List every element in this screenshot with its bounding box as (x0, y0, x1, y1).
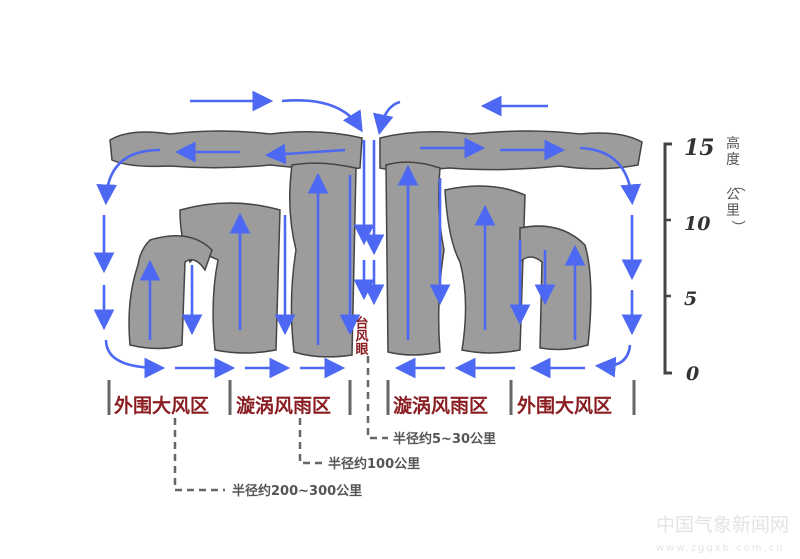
tick-0: 0 (686, 363, 699, 385)
eye-radius-note: 半径约5~30公里 (393, 431, 496, 447)
zone-label-vortex-left: 漩涡风雨区 (236, 394, 331, 417)
watermark-url: www.zgqxb.com.cn (656, 543, 785, 554)
zone-label-vortex-right: 漩涡风雨区 (393, 394, 488, 417)
axis-label-char: ） (729, 220, 745, 234)
zone-label-outer-left: 外围大风区 (114, 394, 209, 417)
axis-label-char: 度 (726, 152, 740, 168)
tick-5: 5 (684, 288, 697, 310)
zone-separators (107, 380, 636, 415)
outer-radius-note: 半径约200~300公里 (232, 483, 362, 499)
axis-label-char: （ (729, 178, 745, 192)
eye-label-text: 台风眼 (353, 315, 369, 356)
zone-label-outer-right: 外围大风区 (517, 394, 612, 417)
height-axis: 15 10 5 0 高 度 （ 公 里 ） (663, 135, 745, 385)
axis-label-char: 高 (726, 135, 740, 152)
tick-10: 10 (684, 213, 710, 235)
outer-radius-leader (173, 418, 225, 492)
vortex-radius-leader (298, 418, 322, 465)
vortex-radius-note: 半径约100公里 (328, 456, 420, 472)
eye-radius-leader (366, 356, 388, 440)
cloud-right (379, 130, 643, 356)
axis-label-char: 公 (726, 187, 740, 203)
axis-label-char: 里 (726, 203, 740, 219)
eye-label: 台风眼 (353, 315, 369, 356)
airflow-arrows (93, 90, 643, 379)
watermark-name: 中国气象新闻网 (656, 514, 789, 536)
cloud-left (109, 130, 363, 358)
tick-15: 15 (684, 135, 715, 161)
